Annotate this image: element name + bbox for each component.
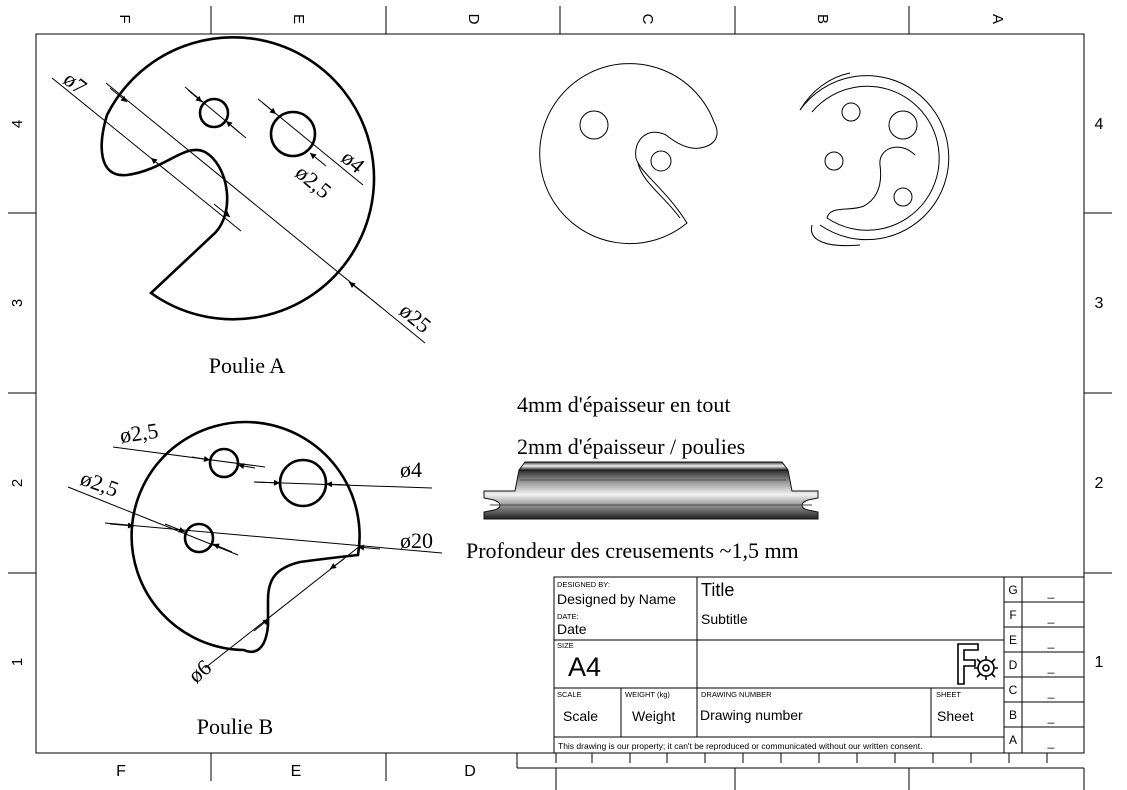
- revision-value: _: [1047, 660, 1055, 674]
- dim-line-b-phi2-5-top: [112, 446, 266, 468]
- revision-letter: F: [1009, 608, 1016, 622]
- revision-value: _: [1047, 585, 1055, 599]
- dim-b-phi4: ø4: [400, 457, 422, 482]
- weight-value: Weight: [632, 708, 675, 724]
- scale-value: Scale: [563, 708, 598, 724]
- weight-label: WEIGHT (kg): [625, 690, 670, 699]
- designed-by-value: Designed by Name: [557, 591, 676, 607]
- zone-col-top-e: E: [290, 14, 307, 24]
- dim-line-b-phi20: [104, 522, 443, 554]
- zone-row-left-2: 2: [9, 479, 26, 487]
- freecad-logo-icon: [957, 643, 998, 685]
- dim-a-phi4: ø4: [337, 145, 370, 178]
- zone-row-right-4: 4: [1095, 116, 1104, 133]
- dim-line-b-phi2-5-left: [67, 486, 239, 556]
- revision-letter: G: [1008, 583, 1017, 597]
- pulley-a-label: Poulie A: [209, 353, 286, 378]
- revision-table: G _ F _ E _ D _ C _ B _ A _: [1008, 583, 1054, 749]
- zone-col-top-c: C: [639, 14, 656, 25]
- pulley-a-hole-small: [198, 97, 230, 129]
- sheet-value: Sheet: [937, 708, 974, 724]
- note-pulley-thickness: 2mm d'épaisseur / poulies: [517, 434, 745, 459]
- pulley-a-view: ø7 ø2,5 ø4 ø25 Poulie A: [51, 35, 436, 378]
- designed-by-label: DESIGNED BY:: [557, 580, 610, 589]
- revision-letter: D: [1009, 658, 1018, 672]
- drawing-number-label: DRAWING NUMBER: [701, 690, 772, 699]
- pulley-b-label: Poulie B: [197, 714, 273, 739]
- zone-row-right-3: 3: [1095, 295, 1104, 312]
- pulley-a-hole-medium: [269, 110, 317, 158]
- revision-letter: B: [1009, 708, 1017, 722]
- pulley-a-outline: [100, 35, 376, 321]
- pulley-side-profile: [483, 461, 819, 520]
- revision-value: _: [1047, 635, 1055, 649]
- zone-row-left-3: 3: [9, 299, 26, 307]
- revision-letter: C: [1009, 683, 1018, 697]
- scale-label: SCALE: [557, 690, 582, 699]
- dim-line-a-phi7: [51, 77, 242, 232]
- zone-col-top-b: B: [814, 14, 831, 24]
- zone-col-bottom-f: F: [116, 763, 126, 780]
- dim-b-phi2-5-left: ø2,5: [77, 465, 122, 502]
- date-label: DATE:: [557, 612, 579, 621]
- revision-value: _: [1047, 685, 1055, 699]
- dim-line-a-phi25: [105, 82, 426, 344]
- revision-value: _: [1047, 710, 1055, 724]
- zone-row-right-1: 1: [1095, 654, 1104, 671]
- zone-col-bottom-d: D: [464, 763, 476, 780]
- note-total-thickness: 4mm d'épaisseur en tout: [517, 392, 731, 417]
- dim-b-phi20: ø20: [400, 528, 433, 553]
- zone-col-bottom-e: E: [291, 763, 302, 780]
- drawing-number-value: Drawing number: [700, 707, 803, 723]
- size-value: A4: [568, 652, 601, 682]
- drawing-title: Title: [701, 580, 734, 600]
- dim-b-phi6: ø6: [183, 655, 216, 688]
- size-label: SIZE: [557, 641, 574, 650]
- dim-a-phi7: ø7: [59, 66, 92, 99]
- pulley-b-view: ø2,5 ø2,5 ø4 ø20 ø6 Poulie B: [67, 418, 443, 739]
- zone-row-left-4: 4: [9, 120, 26, 128]
- zone-col-top-d: D: [465, 14, 482, 25]
- revision-value: _: [1047, 610, 1055, 624]
- revision-value: _: [1047, 735, 1055, 749]
- title-block: [553, 576, 1085, 754]
- revision-letter: E: [1009, 633, 1017, 647]
- sheet-label: SHEET: [936, 690, 961, 699]
- zone-col-top-a: A: [989, 14, 1006, 24]
- note-groove-depth: Profondeur des creusements ~1,5 mm: [466, 538, 799, 563]
- zone-row-left-1: 1: [9, 658, 26, 666]
- drawing-subtitle: Subtitle: [701, 611, 748, 627]
- pulley-a-iso-view: [539, 63, 718, 245]
- pulley-b-outline: [130, 420, 361, 654]
- zone-row-right-2: 2: [1095, 475, 1104, 492]
- date-value: Date: [557, 621, 587, 637]
- zone-col-top-f: F: [116, 14, 133, 23]
- title-block-footer: This drawing is our property; it can't b…: [558, 741, 922, 751]
- dim-a-phi25: ø25: [395, 298, 436, 338]
- dim-b-phi2-5-top: ø2,5: [118, 418, 160, 448]
- dim-a-phi2-5: ø2,5: [291, 160, 337, 204]
- revision-letter: A: [1009, 733, 1017, 747]
- pulley-b-iso-view: [799, 72, 950, 247]
- pulley-b-hole-left: [183, 522, 215, 554]
